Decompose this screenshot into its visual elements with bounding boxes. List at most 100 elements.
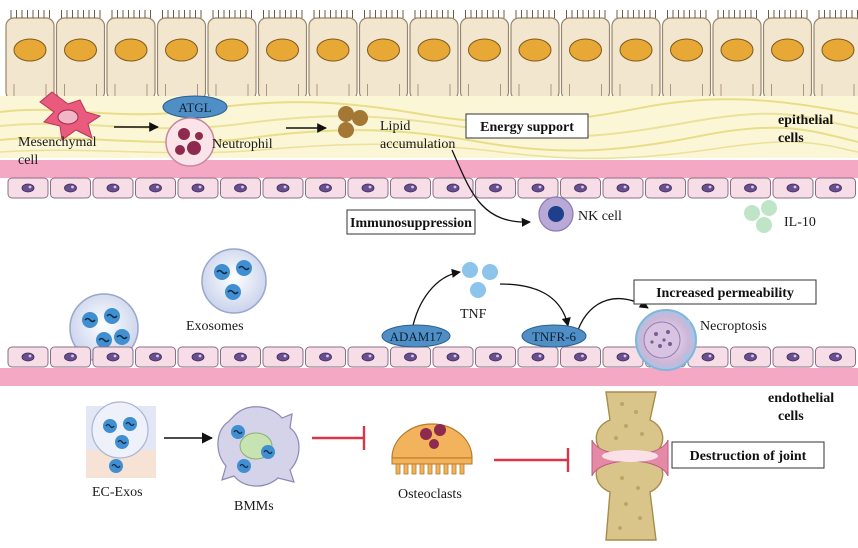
endothelial-cell xyxy=(305,346,346,368)
top-membrane xyxy=(0,160,858,178)
immunosuppression-box: Immunosuppression xyxy=(346,209,476,235)
endothelial-cell xyxy=(730,177,771,199)
nk-cell-icon xyxy=(538,196,574,232)
epithelial-cell xyxy=(661,10,712,101)
endothelial-cell xyxy=(602,177,644,199)
endothelial-cell xyxy=(92,177,134,199)
epithelial-cell xyxy=(257,10,308,101)
ec-exos-icon xyxy=(86,401,156,478)
endothelial-cell xyxy=(560,177,601,199)
endothelial-cell xyxy=(135,346,176,368)
endothelial-cell xyxy=(177,177,219,199)
epithelial-label-2: cells xyxy=(778,131,804,146)
endothelial-cell xyxy=(220,177,261,199)
tnf-icon xyxy=(462,262,498,298)
osteoclast-icon xyxy=(391,423,473,475)
svg-text:Increased permeability: Increased permeability xyxy=(656,286,794,301)
arrow-tnf-to-tnfr6 xyxy=(499,283,571,327)
epithelial-cell xyxy=(813,10,858,101)
necroptosis-cell-icon xyxy=(635,309,697,371)
endothelial-cell xyxy=(50,346,91,368)
epithelial-cell xyxy=(459,10,510,101)
endothelial-cell xyxy=(390,177,431,199)
tnfr6-pill: TNFR-6 xyxy=(521,324,587,348)
endothelial-cell xyxy=(475,177,516,199)
exosomes-label: Exosomes xyxy=(186,319,244,334)
epithelial-cell xyxy=(409,10,459,101)
endothelial-cell xyxy=(50,177,91,199)
joint-icon xyxy=(591,391,669,541)
lipid-label-2: accumulation xyxy=(380,137,455,152)
top-endothelial-row xyxy=(7,177,856,199)
bottom-membrane xyxy=(0,368,858,386)
inhibit-osteoclasts-to-joint xyxy=(494,448,570,472)
endothelial-cell xyxy=(347,177,389,199)
endothelial-cell xyxy=(7,177,49,199)
neutrophil-label: Neutrophil xyxy=(212,137,273,152)
endothelial-cell xyxy=(730,346,771,368)
destruction-of-joint-box: Destruction of joint xyxy=(671,441,825,469)
bmms-icon xyxy=(217,406,300,487)
svg-text:ADAM17: ADAM17 xyxy=(390,329,443,344)
epithelial-label: epithelial xyxy=(778,113,833,128)
endothelial-cell xyxy=(7,346,49,368)
endothelial-cell xyxy=(475,346,516,368)
epithelial-cell xyxy=(5,10,55,101)
epithelial-cell xyxy=(611,10,661,101)
endothelial-cell xyxy=(432,346,474,368)
endothelial-cell xyxy=(262,177,304,199)
svg-text:TNFR-6: TNFR-6 xyxy=(532,329,577,344)
lipid-label: Lipid xyxy=(380,119,410,134)
endothelial-cell xyxy=(390,346,431,368)
ec-exos-label: EC-Exos xyxy=(92,485,143,500)
bottom-endothelial-row xyxy=(7,346,856,368)
endothelial-label-2: cells xyxy=(778,409,804,424)
endothelial-cell xyxy=(177,346,219,368)
endothelial-cell xyxy=(772,346,814,368)
mesenchymal-label: Mesenchymal xyxy=(18,135,97,150)
endothelial-cell xyxy=(432,177,474,199)
epithelial-cell-layer xyxy=(5,10,858,101)
arrow-lipid-to-nk xyxy=(451,149,531,227)
endothelial-cell xyxy=(517,346,559,368)
exosome-icon-2 xyxy=(69,293,139,363)
epithelial-cell xyxy=(358,10,409,101)
epithelial-cell xyxy=(560,10,611,101)
endothelial-cell xyxy=(220,346,261,368)
epithelial-cell xyxy=(207,10,257,101)
osteoclasts-label: Osteoclasts xyxy=(398,487,462,502)
endothelial-cell xyxy=(262,346,304,368)
increased-permeability-box: Increased permeability xyxy=(633,279,817,305)
epithelial-cell xyxy=(308,10,358,101)
svg-text:Energy support: Energy support xyxy=(480,120,574,135)
tnf-label: TNF xyxy=(460,307,487,322)
mesenchymal-label-2: cell xyxy=(18,153,38,168)
endothelial-label: endothelial xyxy=(768,391,834,406)
epithelial-cell xyxy=(712,10,762,101)
endothelial-cell xyxy=(687,346,729,368)
endothelial-cell xyxy=(815,177,856,199)
endothelial-cell xyxy=(517,177,559,199)
endothelial-cell xyxy=(560,346,601,368)
exosome-icon-1 xyxy=(201,248,267,314)
svg-text:Destruction of joint: Destruction of joint xyxy=(690,449,807,464)
arrow-adam17-to-tnf xyxy=(411,268,461,331)
epithelial-cell xyxy=(55,10,106,101)
endothelial-cell xyxy=(305,177,346,199)
neutrophil-icon xyxy=(165,117,215,167)
necroptosis-label: Necroptosis xyxy=(700,319,767,334)
il10-label: IL-10 xyxy=(784,215,816,230)
endothelial-cell xyxy=(645,177,686,199)
stroma-band xyxy=(0,96,858,160)
inhibit-bmms-to-osteoclasts xyxy=(312,426,366,450)
energy-support-box: Energy support xyxy=(465,113,589,139)
epithelial-cell xyxy=(762,10,813,101)
lipid-droplets-icon xyxy=(338,106,368,138)
adam17-pill: ADAM17 xyxy=(381,324,451,348)
il10-icon xyxy=(744,200,777,233)
epithelial-cell xyxy=(510,10,560,101)
svg-text:ATGL: ATGL xyxy=(178,100,211,115)
bmms-label: BMMs xyxy=(234,499,274,514)
endothelial-cell xyxy=(772,177,814,199)
